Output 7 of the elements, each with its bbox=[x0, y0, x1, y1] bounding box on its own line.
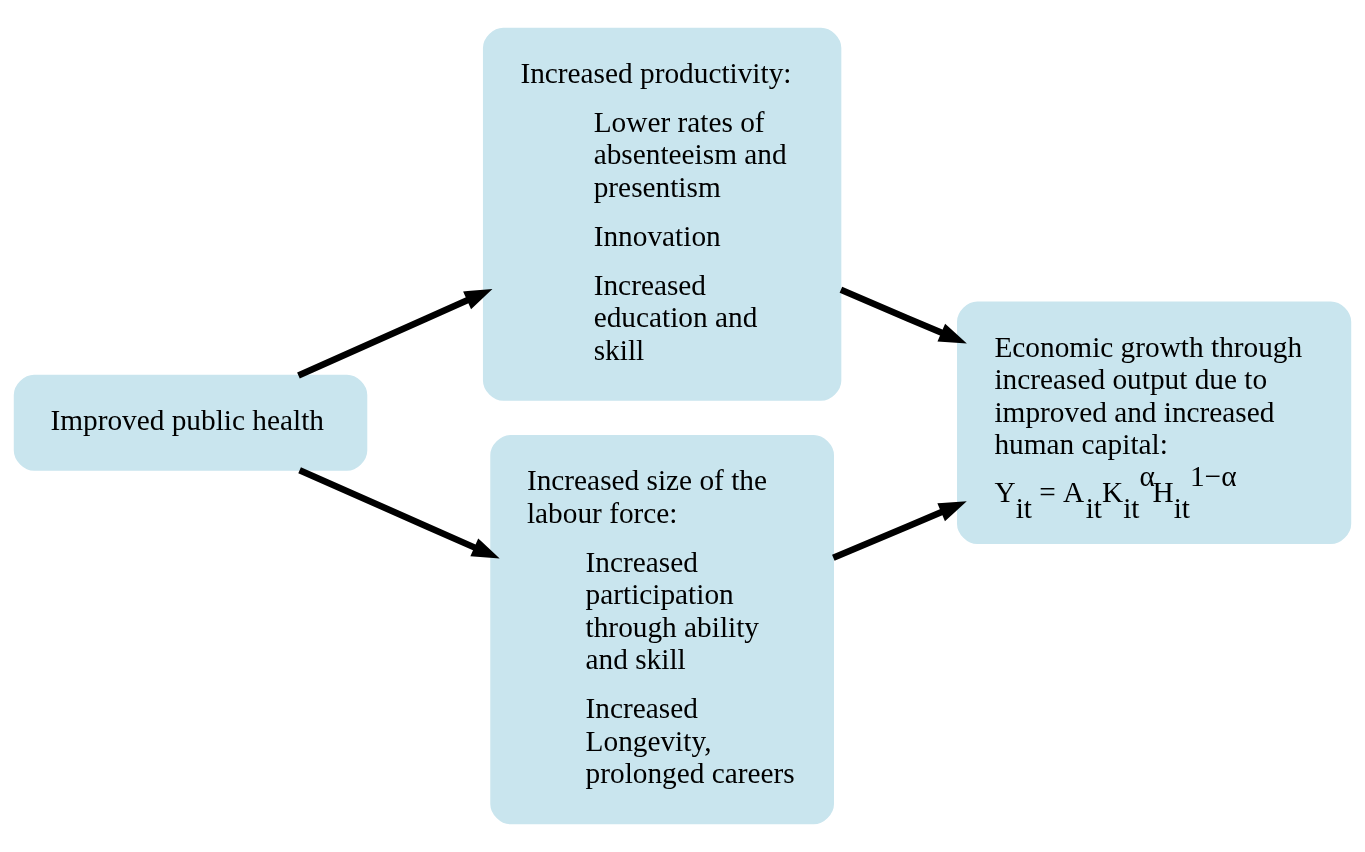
node-box: Increased size of the labour force: Increased participation through ability and skill Increased Longevity, prolonged careers bbox=[490, 434, 834, 825]
arrow bbox=[298, 467, 500, 559]
arrow bbox=[839, 286, 967, 344]
arrow bbox=[297, 289, 493, 379]
arrow bbox=[832, 501, 967, 561]
node-box: Improved public health bbox=[13, 374, 368, 471]
node-box: Increased productivity: Lower rates of absenteeism and presentism Innovation Increased education and skill bbox=[482, 27, 842, 401]
